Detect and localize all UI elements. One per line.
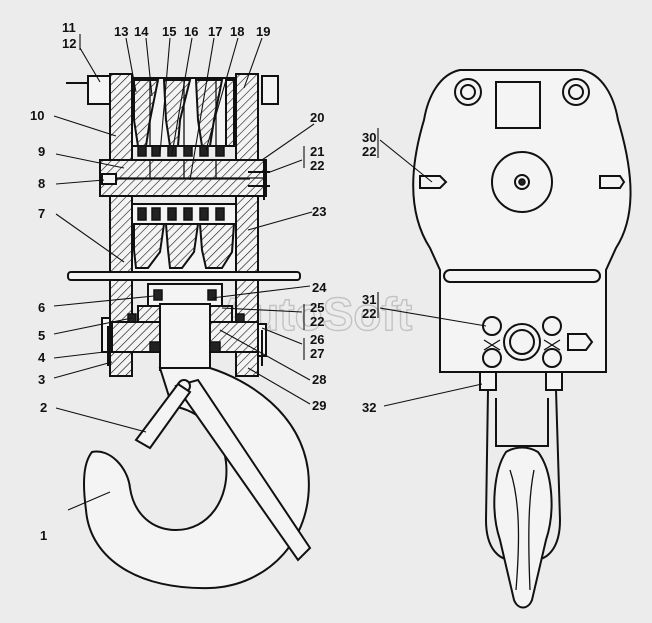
callout-29: 29 bbox=[312, 398, 326, 413]
callout-10: 10 bbox=[30, 108, 44, 123]
callout-28: 28 bbox=[312, 372, 326, 387]
callout-30: 30 bbox=[362, 130, 376, 145]
leader-lines bbox=[53, 34, 487, 511]
callout-22-c: 22 bbox=[362, 144, 376, 159]
hook bbox=[83, 367, 312, 590]
callout-13: 13 bbox=[114, 24, 128, 39]
callout-8: 8 bbox=[38, 176, 45, 191]
lower-sheaves bbox=[131, 203, 237, 275]
callout-14: 14 bbox=[134, 24, 149, 39]
callout-7: 7 bbox=[38, 206, 45, 221]
callout-labels: 1 2 3 4 5 6 7 8 9 10 11 12 13 14 15 16 1… bbox=[30, 20, 376, 543]
callout-20: 20 bbox=[310, 110, 324, 125]
callout-25: 25 bbox=[310, 300, 324, 315]
side-view bbox=[412, 69, 632, 609]
callout-21: 21 bbox=[310, 144, 324, 159]
upper-sheaves bbox=[131, 77, 237, 157]
callout-6: 6 bbox=[38, 300, 45, 315]
callout-32: 32 bbox=[362, 400, 376, 415]
callout-24: 24 bbox=[312, 280, 327, 295]
callout-27: 27 bbox=[310, 346, 324, 361]
callout-16: 16 bbox=[184, 24, 198, 39]
callout-11: 11 bbox=[62, 20, 76, 35]
callout-17: 17 bbox=[208, 24, 222, 39]
callout-22-a: 22 bbox=[310, 158, 324, 173]
section-view bbox=[66, 73, 312, 590]
callout-9: 9 bbox=[38, 144, 45, 159]
callout-1: 1 bbox=[40, 528, 47, 543]
callout-15: 15 bbox=[162, 24, 176, 39]
callout-31: 31 bbox=[362, 292, 376, 307]
callout-19: 19 bbox=[256, 24, 270, 39]
callout-22-b: 22 bbox=[310, 314, 324, 329]
callout-23: 23 bbox=[312, 204, 326, 219]
callout-22-d: 22 bbox=[362, 306, 376, 321]
callout-12: 12 bbox=[62, 36, 76, 51]
axle bbox=[99, 159, 270, 200]
callout-5: 5 bbox=[38, 328, 45, 343]
callout-3: 3 bbox=[38, 372, 45, 387]
callout-26: 26 bbox=[310, 332, 324, 347]
callout-2: 2 bbox=[40, 400, 47, 415]
callout-18: 18 bbox=[230, 24, 244, 39]
callout-4: 4 bbox=[38, 350, 46, 365]
